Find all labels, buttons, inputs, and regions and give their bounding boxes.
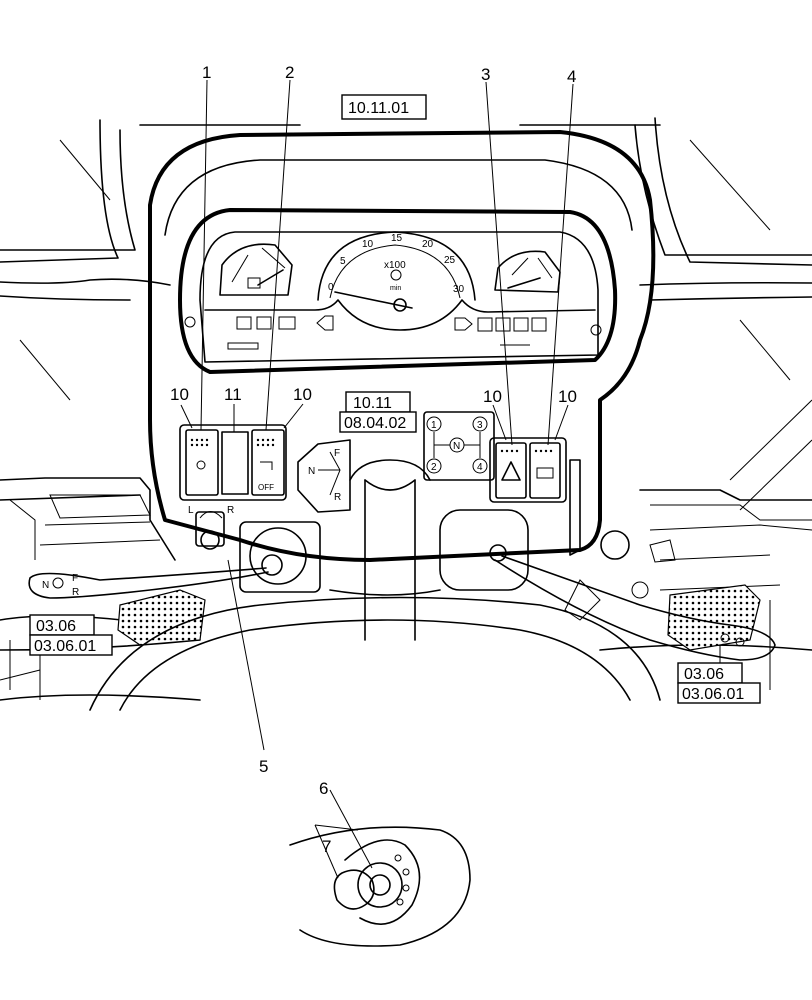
tachometer: 0 5 10 15 20 25 30 x100 min [317,231,476,312]
shuttle-r: R [334,492,341,503]
shuttle-f: F [334,448,340,459]
tach-tick-30: 30 [453,284,465,295]
left-switch-panel: OFF [179,424,287,501]
tach-tick-5: 5 [340,256,346,267]
callout-5: 5 [259,757,268,776]
ref-box-left: 03.06 03.06.01 [29,614,113,656]
callout-10-b: 10 [293,385,312,404]
ignition-switch: L R [188,505,234,550]
tach-tick-15: 15 [391,233,403,244]
ref-left-b-text: 03.06.01 [34,638,96,655]
gear-2: 2 [431,462,437,473]
lever-label-r: R [72,587,79,598]
shuttle-n: N [308,466,315,477]
tach-tick-10: 10 [362,239,374,250]
callout-10-c: 10 [483,387,502,406]
gear-pattern-plate: 1 3 2 4 N [423,411,495,481]
ref-right-a-text: 03.06 [684,666,724,683]
tach-unit: min [390,285,401,292]
right-lever-assembly [439,459,776,661]
lever-label-f: F [72,573,78,584]
left-lever-assembly: N F R [28,521,321,599]
ref-center-a-text: 10.11 [353,395,392,412]
ref-left-a-text: 03.06 [36,618,76,635]
lr-left: L [188,505,194,516]
steering-wheel-rim [119,619,631,711]
tach-tick-0: 0 [328,282,334,293]
shuttle-pattern-plate: F N R [297,439,351,513]
dashboard-hood [148,130,656,562]
fuel-gauge [219,243,293,296]
cab-frame [0,117,812,401]
ref-center-b-text: 08.04.02 [344,415,406,432]
hazard-triangle-icon [501,461,521,481]
callout-2: 2 [285,63,294,82]
callout-3: 3 [481,65,490,84]
tach-multiplier: x100 [384,260,406,271]
left-pedal [117,589,206,646]
warning-lamps-right [454,317,602,346]
ref-right-b-text: 03.06.01 [682,686,744,703]
gear-neutral: N [453,441,460,452]
tach-tick-20: 20 [422,239,434,250]
switch-off-label: OFF [258,483,274,492]
gear-4: 4 [477,462,483,473]
callout-10-d: 10 [558,387,577,406]
lever-label-n: N [42,580,49,591]
callout-6: 6 [319,779,328,798]
callout-1: 1 [202,63,211,82]
gear-1: 1 [431,420,437,431]
ref-box-right: 03.06 03.06.01 [677,662,761,704]
callout-7: 7 [322,837,331,856]
leader-lines [180,79,574,879]
temperature-gauge [494,250,561,293]
right-switch-panel [489,437,567,503]
ref-box-top: 10.11.01 [341,94,427,120]
callout-4: 4 [567,67,576,86]
instrument-cluster: 0 5 10 15 20 25 30 x100 min [178,208,618,374]
tach-tick-25: 25 [444,255,456,266]
callout-10-a: 10 [170,385,189,404]
ref-top-text: 10.11.01 [348,100,409,117]
lr-right: R [227,505,234,516]
ref-box-center: 10.11 08.04.02 [339,391,417,433]
callout-11: 11 [224,385,242,404]
gear-3: 3 [477,420,483,431]
warning-lamps-left [184,315,334,350]
steering-column [329,459,441,641]
ignition-key-inset [289,826,471,947]
right-floor-console [599,399,812,700]
right-pedal [667,584,761,651]
